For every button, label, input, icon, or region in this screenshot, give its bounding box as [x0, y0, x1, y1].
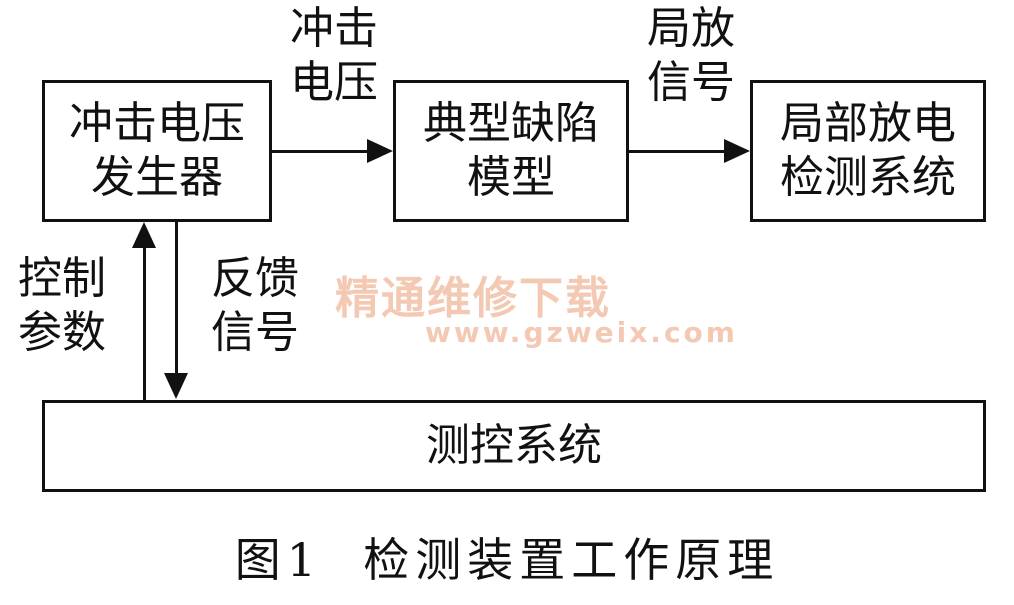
- pd-detector-box: 局部放电 检测系统: [750, 80, 986, 222]
- impulse-voltage-arrow-line: [272, 150, 368, 153]
- pd-detector-line1: 局部放电: [780, 98, 956, 149]
- pd-signal-label-line2: 信号: [647, 57, 735, 108]
- impulse-generator-line2: 发生器: [91, 152, 223, 203]
- watermark-url: www.gzweix.com: [425, 316, 738, 349]
- impulse-generator-box: 冲击电压 发生器: [42, 80, 272, 222]
- pd-signal-label-line1: 局放: [647, 3, 735, 54]
- impulse-voltage-label-line1: 冲击: [290, 3, 378, 54]
- impulse-voltage-label: 冲击 电压: [286, 2, 382, 110]
- control-params-arrow-line: [143, 248, 146, 400]
- impulse-voltage-arrowhead: [367, 139, 393, 163]
- feedback-signal-arrow-line: [175, 222, 178, 374]
- feedback-signal-arrowhead: [164, 373, 188, 399]
- feedback-signal-label: 反馈 信号: [205, 252, 305, 360]
- control-params-label-line2: 参数: [18, 307, 106, 358]
- control-params-label: 控制 参数: [12, 252, 112, 360]
- figure-caption: 图1 检测装置工作原理: [234, 533, 780, 587]
- pd-signal-label: 局放 信号: [643, 2, 739, 110]
- control-params-arrowhead: [132, 222, 156, 248]
- pd-detector-line2: 检测系统: [780, 152, 956, 203]
- impulse-generator-line1: 冲击电压: [69, 98, 245, 149]
- feedback-signal-label-line2: 信号: [211, 307, 299, 358]
- watermark-text: 精通维修下载: [335, 273, 611, 324]
- feedback-signal-label-line1: 反馈: [211, 253, 299, 304]
- defect-model-box: 典型缺陷 模型: [393, 80, 629, 222]
- impulse-generator-label: 冲击电压 发生器: [69, 97, 245, 205]
- defect-model-label: 典型缺陷 模型: [423, 97, 599, 205]
- control-params-label-line1: 控制: [18, 253, 106, 304]
- pd-signal-arrow-line: [629, 150, 725, 153]
- pd-signal-arrowhead: [724, 139, 750, 163]
- control-system-label: 测控系统: [426, 420, 602, 471]
- impulse-voltage-label-line2: 电压: [290, 57, 378, 108]
- control-system-box: 测控系统: [42, 400, 986, 492]
- defect-model-line1: 典型缺陷: [423, 98, 599, 149]
- defect-model-line2: 模型: [467, 152, 555, 203]
- pd-detector-label: 局部放电 检测系统: [780, 97, 956, 205]
